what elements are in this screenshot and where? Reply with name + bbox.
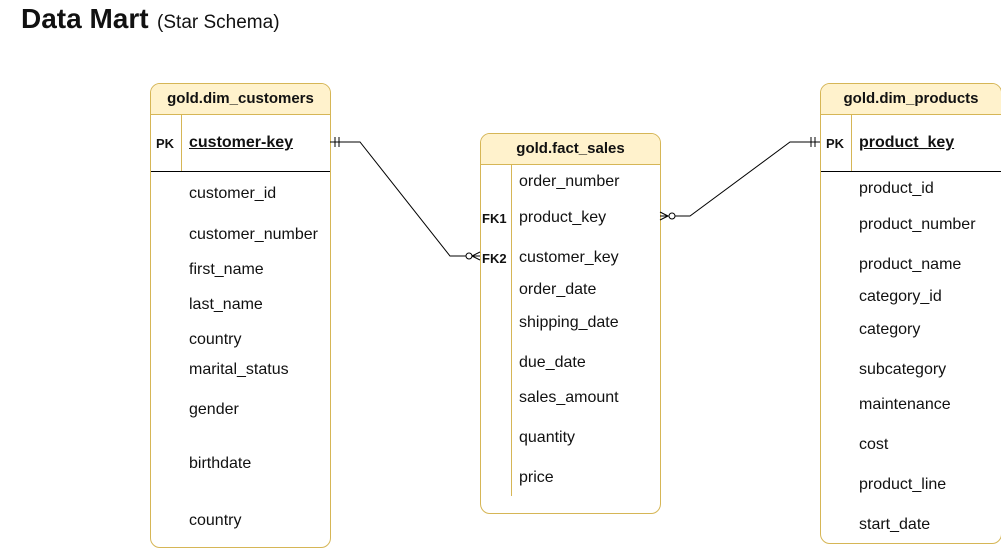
fk1-label: FK1 (482, 211, 507, 226)
field: product_number (859, 216, 976, 233)
field: gender (189, 401, 239, 418)
field: marital_status (189, 361, 289, 378)
section-divider (151, 171, 330, 172)
field: category_id (859, 288, 942, 305)
crowfoot-mark (471, 255, 481, 261)
entity-header: gold.dim_products (821, 84, 1001, 115)
diagram-title-sub: (Star Schema) (157, 12, 280, 33)
crowfoot-mark (659, 215, 669, 221)
field: category (859, 321, 921, 338)
field: customer_id (189, 185, 277, 202)
zero-circle-mark (465, 252, 473, 260)
key-column-divider (181, 115, 182, 171)
entity-dim-products[interactable]: gold.dim_products PK product_key product… (820, 83, 1001, 544)
relationship-sales-products[interactable] (659, 137, 820, 221)
diagram-title: Data Mart (Star Schema) (21, 3, 280, 35)
section-divider (821, 171, 1001, 172)
entity-header: gold.fact_sales (481, 134, 660, 165)
pk-field: product_key (859, 134, 955, 151)
field: price (519, 469, 554, 486)
diagram-title-main: Data Mart (21, 3, 149, 34)
field: product_name (859, 256, 962, 273)
field: product_line (859, 476, 947, 493)
field: cost (859, 436, 889, 453)
field: customer_number (189, 226, 318, 243)
entity-fact-sales[interactable]: gold.fact_sales order_number FK1 product… (480, 133, 661, 514)
key-column-divider (511, 165, 512, 496)
pk-label: PK (826, 136, 845, 151)
field: birthdate (189, 455, 252, 472)
fk2-label: FK2 (482, 251, 507, 266)
field: subcategory (859, 361, 947, 378)
entity-dim-customers[interactable]: gold.dim_customers PK customer-key custo… (150, 83, 331, 548)
crowfoot-mark (659, 211, 669, 217)
key-column-divider (851, 115, 852, 171)
crowfoot-mark (471, 251, 481, 257)
field: order_number (519, 173, 620, 190)
field: first_name (189, 261, 264, 278)
field: product_key (519, 209, 607, 226)
entity-header: gold.dim_customers (151, 84, 330, 115)
zero-circle-mark (668, 212, 676, 220)
field: due_date (519, 354, 586, 371)
field: start_date (859, 516, 931, 533)
pk-label: PK (156, 136, 175, 151)
field: customer_key (519, 249, 619, 266)
field: order_date (519, 281, 597, 298)
field: quantity (519, 429, 576, 446)
field: maintenance (859, 396, 951, 413)
field: product_id (859, 180, 934, 197)
field: country (189, 331, 242, 348)
field: last_name (189, 296, 263, 313)
field: sales_amount (519, 389, 619, 406)
relationship-customers-sales[interactable] (330, 137, 481, 261)
field: country (189, 512, 242, 529)
field: shipping_date (519, 314, 619, 331)
pk-field: customer-key (189, 134, 294, 151)
